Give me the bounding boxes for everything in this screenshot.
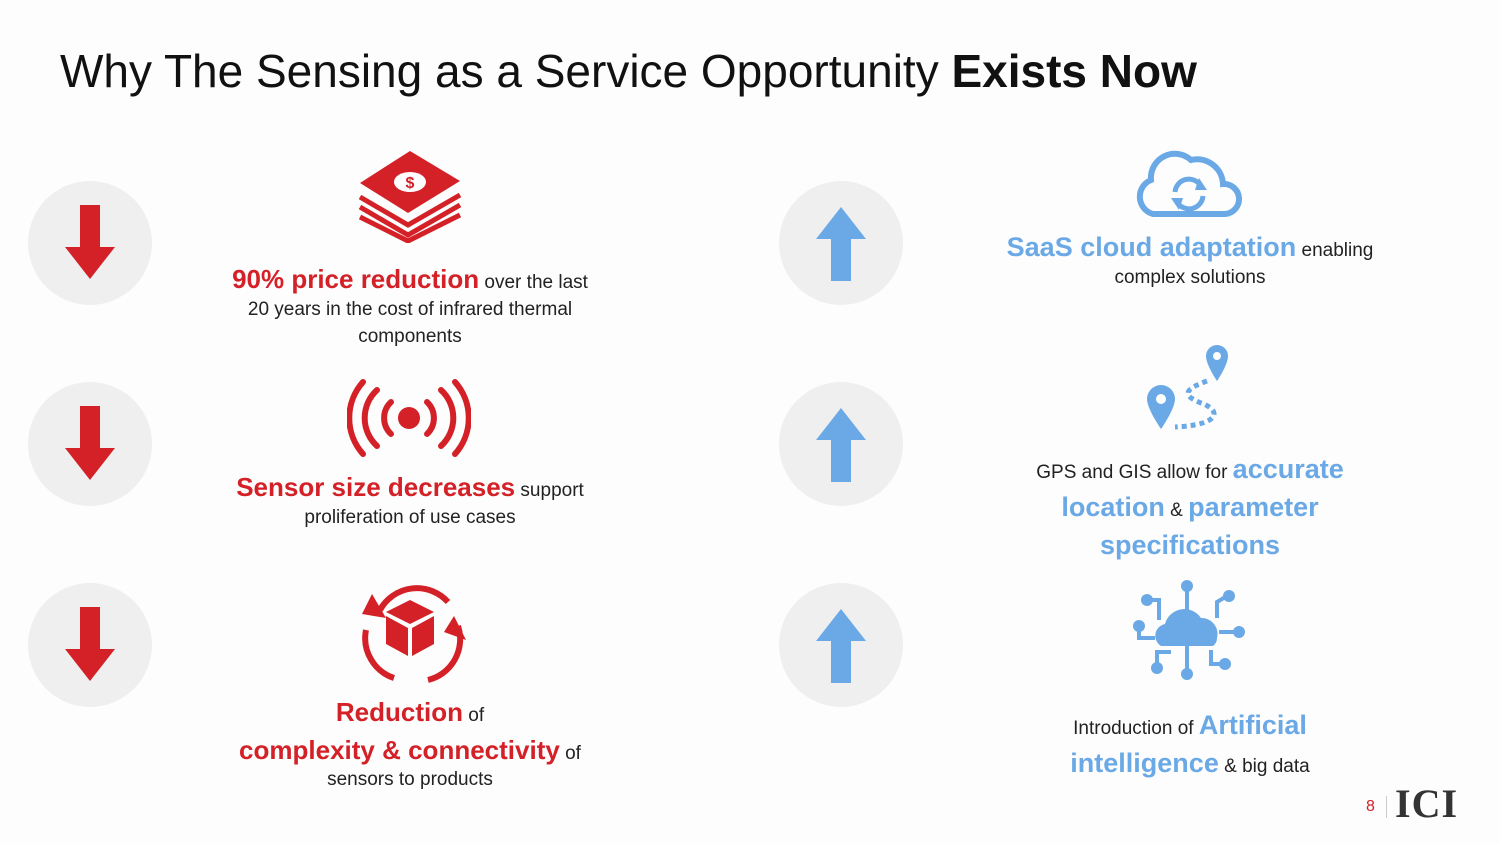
svg-text:$: $	[406, 175, 415, 192]
arrow-down-icon	[65, 607, 115, 681]
page-title: Why The Sensing as a Service Opportunity…	[60, 45, 1197, 97]
gps-gis-text: GPS and GIS allow for accurate location …	[1036, 454, 1344, 560]
arrow-up-icon	[816, 609, 866, 683]
arrow-up-circle	[779, 583, 903, 707]
arrow-down-circle	[28, 382, 152, 506]
location-route-icon	[1147, 345, 1228, 430]
arrow-down-circle	[28, 181, 152, 305]
saas-cloud-text: SaaS cloud adaptation enabling complex s…	[1006, 232, 1374, 289]
complexity-reduction-text: Reduction of complexity & connectivity o…	[239, 697, 581, 790]
arrow-down-circle	[28, 583, 152, 707]
arrow-up-circle	[779, 181, 903, 305]
footer-divider	[1386, 796, 1387, 818]
arrow-up-icon	[816, 408, 866, 482]
sensor-size-text: Sensor size decreases support proliferat…	[236, 472, 584, 529]
arrow-up-circle	[779, 382, 903, 506]
money-stack-icon: $	[358, 151, 462, 243]
ai-text: Introduction of Artificial intelligence …	[1070, 710, 1310, 778]
arrow-down-icon	[65, 406, 115, 480]
page-number: 8	[1366, 798, 1375, 815]
company-logo: ICI	[1395, 781, 1459, 826]
cloud-sync-icon	[1136, 150, 1243, 217]
arrow-down-icon	[65, 205, 115, 279]
box-cycle-icon	[362, 585, 466, 683]
price-reduction-text: 90% price reduction over the last 20 yea…	[232, 264, 588, 348]
broadcast-signal-icon	[347, 379, 471, 457]
cloud-network-icon	[1133, 580, 1245, 680]
arrow-up-icon	[816, 207, 866, 281]
